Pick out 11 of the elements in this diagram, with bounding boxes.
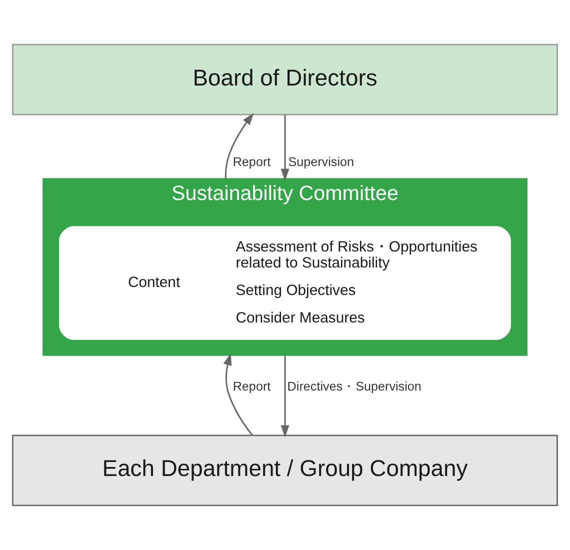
arrow bbox=[280, 355, 290, 438]
edge-label: Supervision bbox=[288, 154, 354, 169]
edge-label: Report bbox=[232, 380, 271, 394]
node-box: Content Assessment of Risks・Opportunities related to Sustainability Setting Objectives Consider Measures bbox=[59, 226, 511, 340]
node-box: Each Department / Group Company bbox=[12, 434, 558, 506]
node-box: Board of Directors bbox=[12, 44, 558, 116]
edge-label: Directives・Supervision bbox=[287, 380, 422, 394]
arrow bbox=[223, 353, 253, 436]
arrow bbox=[280, 114, 290, 181]
arrow bbox=[224, 112, 254, 179]
edge-label: Report bbox=[232, 154, 271, 169]
